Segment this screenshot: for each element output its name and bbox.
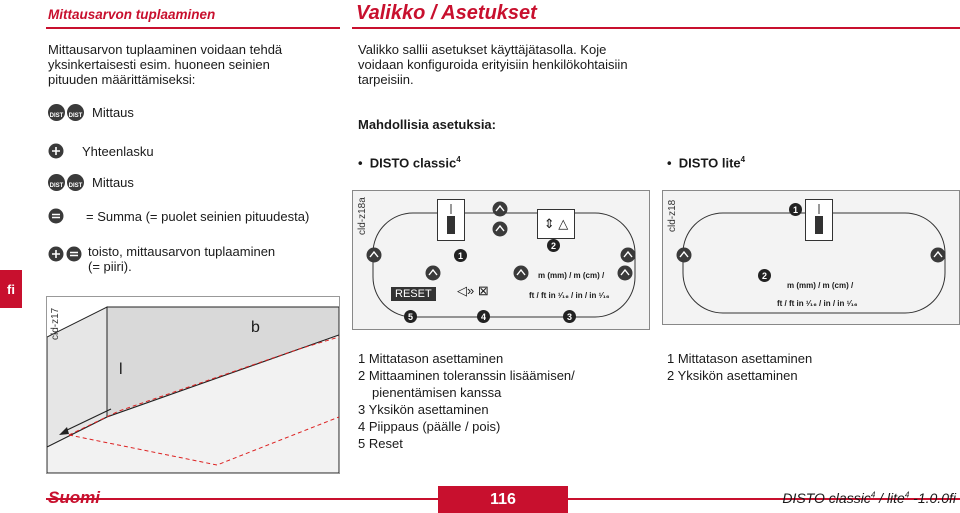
step-number-1: 1 (454, 249, 467, 262)
measure-buttons: DIST DIST (48, 174, 84, 191)
dist-button-icon: DIST (48, 104, 65, 121)
step-number-2: 2 (547, 239, 560, 252)
right-intro: Valikko sallii asetukset käyttäjätasolla… (358, 42, 628, 87)
menu-button-icon (513, 265, 529, 281)
laser-device-icon (447, 204, 455, 234)
legend-item: 3 Yksikön asettaminen (358, 402, 489, 417)
step-label: Mittaus (92, 175, 134, 190)
legend-item: 2 Mittaaminen toleranssin lisäämisen/ (358, 368, 575, 383)
classic-option: • DISTO classic4 (358, 155, 461, 171)
classic-menu-diagram: ⇕ △ 1 2 3 4 5 RESET ◁» ⊠ m (mm) / m (cm)… (352, 190, 650, 330)
step-add: Yhteenlasku (48, 143, 154, 159)
dist-button-icon: DIST (48, 174, 65, 191)
page-number: 116 (438, 486, 568, 513)
menu-button-icon (617, 265, 633, 281)
footer-language: Suomi (48, 488, 100, 507)
legend-item: 4 Piippaus (päälle / pois) (358, 419, 501, 434)
lite-legend: 1 Mittatason asettaminen 2 Yksikön asett… (667, 350, 812, 384)
product-name: DISTO classic (782, 490, 871, 506)
reset-display: RESET (391, 287, 436, 301)
footer-product: DISTO classic4 / lite4 -1.0.0fi (782, 490, 956, 506)
product-version: -1.0.0fi (909, 490, 956, 506)
equals-button-icon (48, 208, 64, 224)
step-label: toisto, mittausarvon tuplaaminen (= piir… (88, 244, 276, 274)
classic-sup: 4 (456, 155, 461, 164)
units-top: m (mm) / m (cm) / (538, 271, 605, 280)
step-number-1: 1 (789, 203, 802, 216)
step-label: Mittaus (92, 105, 134, 120)
units-bottom: ft / ft in ¹⁄₁₆ / in / in ¹⁄₁₆ (777, 299, 858, 308)
step-label: = Summa (= puolet seinien pituudesta) (86, 208, 310, 224)
equals-button-icon (66, 246, 82, 262)
legend-item: 2 Yksikön asettaminen (667, 368, 798, 383)
dist-button-icon: DIST (67, 174, 84, 191)
measure-buttons: DIST DIST (48, 104, 84, 121)
lite-sup: 4 (740, 155, 746, 164)
menu-button-icon (676, 247, 692, 263)
language-tab: fi (0, 270, 22, 308)
lite-option: • DISTO lite4 (667, 155, 746, 171)
step-measure-1: DIST DIST Mittaus (48, 104, 134, 121)
menu-button-icon (425, 265, 441, 281)
step-number-3: 3 (563, 310, 576, 323)
legend-item: 1 Mittatason asettaminen (358, 351, 504, 366)
header-rule-left (46, 27, 340, 29)
step-number-4: 4 (477, 310, 490, 323)
step-number-2: 2 (758, 269, 771, 282)
units-top: m (mm) / m (cm) / (787, 281, 854, 290)
level-setting-icon (805, 199, 833, 241)
diagram-code-left: cld-z17 (50, 307, 61, 340)
product-sup: 4 (870, 490, 876, 500)
options-heading: Mahdollisia asetuksia: (358, 117, 496, 132)
product-rest: / lite (875, 490, 905, 506)
menu-button-icon (930, 247, 946, 263)
classic-label: DISTO classic (369, 155, 457, 171)
step-repeat: toisto, mittausarvon tuplaaminen (= piir… (48, 244, 288, 274)
menu-button-icon (366, 247, 382, 263)
step-measure-2: DIST DIST Mittaus (48, 174, 134, 191)
section-title: Mittausarvon tuplaaminen (48, 7, 216, 22)
left-intro: Mittausarvon tuplaaminen voidaan tehdä y… (48, 42, 283, 87)
step-sum: = Summa (= puolet seinien pituudesta) (48, 208, 309, 224)
product-sup2: 4 (904, 490, 910, 500)
legend-item: pienentämisen kanssa (372, 385, 502, 400)
plus-button-icon (48, 143, 64, 159)
legend-item: 5 Reset (358, 436, 403, 451)
beep-icon: ◁» ⊠ (457, 283, 489, 298)
menu-button-icon (620, 247, 636, 263)
step-label: Yhteenlasku (82, 143, 154, 159)
step-number-5: 5 (404, 310, 417, 323)
plus-button-icon (48, 246, 64, 262)
room-drawing (46, 306, 340, 474)
diagram-code-lite: cld-z18 (667, 199, 678, 232)
lite-menu-diagram: 1 2 m (mm) / m (cm) / ft / ft in ¹⁄₁₆ / … (662, 190, 960, 325)
units-bottom: ft / ft in ¹⁄₁₆ / in / in ¹⁄₁₆ (529, 291, 610, 300)
dist-button-icon: DIST (67, 104, 84, 121)
room-diagram: b l (46, 296, 340, 474)
label-l: l (119, 361, 123, 378)
menu-button-icon (492, 201, 508, 217)
page-title: Valikko / Asetukset (356, 2, 537, 24)
lite-label: DISTO lite (678, 155, 741, 171)
menu-button-icon (492, 221, 508, 237)
label-b: b (251, 319, 260, 336)
level-setting-icon (437, 199, 465, 241)
diagram-code-classic: cld-z18a (357, 197, 368, 235)
tolerance-icon: ⇕ △ (537, 209, 575, 239)
header-rule-right (352, 27, 960, 29)
legend-item: 1 Mittatason asettaminen (667, 351, 813, 366)
repeat-buttons (48, 246, 82, 262)
laser-device-icon (815, 204, 823, 234)
classic-legend: 1 Mittatason asettaminen 2 Mittaaminen t… (358, 350, 575, 452)
